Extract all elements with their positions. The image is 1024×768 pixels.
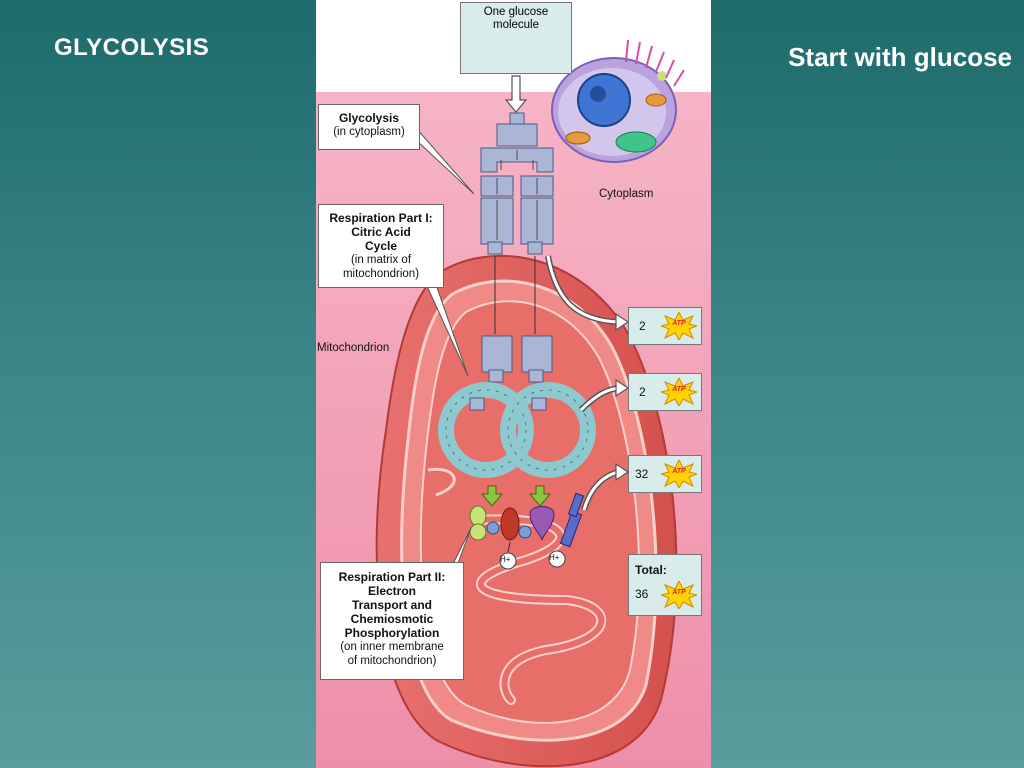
etc-title-1: Respiration Part II: <box>338 570 446 584</box>
atp-burst-icon: ATP <box>661 378 697 406</box>
citric-enzymes <box>481 335 553 383</box>
atp-burst-icon: ATP <box>661 460 697 488</box>
mitochondrion-label: Mitochondrion <box>317 342 390 354</box>
atp-text: ATP <box>672 320 686 327</box>
citric-subtitle-1: (in matrix of <box>350 254 412 266</box>
glucose-arrow <box>504 75 528 113</box>
slide-subtitle: Start with glucose <box>788 42 1012 72</box>
atp-count-glycolysis: 2 <box>639 319 646 333</box>
total-label: Total: <box>635 563 667 577</box>
atp-text: ATP <box>672 589 686 596</box>
glycolysis-label-box: Glycolysis (in cytoplasm) <box>318 104 420 150</box>
atp-burst-icon: ATP <box>661 581 697 609</box>
citric-title-2: Citric Acid <box>351 225 411 239</box>
glucose-label-line2: molecule <box>492 19 540 31</box>
citric-acid-cycles <box>438 382 596 478</box>
diagram-artwork <box>316 35 711 768</box>
atp-yield-citric: 2 ATP <box>628 373 702 411</box>
etc-title-3: Transport and <box>351 598 432 612</box>
glycolysis-title: Glycolysis <box>338 111 400 125</box>
atp-count-citric: 2 <box>639 385 646 399</box>
etc-title-5: Phosphorylation <box>344 626 440 640</box>
electron-transport-label-box: Respiration Part II: Electron Transport … <box>320 562 464 680</box>
nadh-arrows <box>480 485 552 507</box>
glycolysis-subtitle: (in cytoplasm) <box>333 126 405 138</box>
citric-subtitle-2: mitochondrion) <box>342 268 420 280</box>
atp-text: ATP <box>672 386 686 393</box>
cellular-respiration-diagram: One glucose molecule Glycolysis (in cyto… <box>316 0 711 768</box>
atp-text: ATP <box>672 468 686 475</box>
etc-title-4: Chemiosmotic <box>350 612 434 626</box>
atp-yield-electron-transport: 32 ATP <box>628 455 702 493</box>
etc-title-2: Electron <box>367 584 416 598</box>
citric-title-3: Cycle <box>364 239 398 253</box>
atp-burst-icon: ATP <box>661 312 697 340</box>
etc-subtitle-1: (on inner membrane <box>340 641 444 653</box>
glucose-label-line1: One glucose <box>483 6 549 18</box>
atp-yield-glycolysis: 2 ATP <box>628 307 702 345</box>
citric-title-1: Respiration Part I: <box>329 211 433 225</box>
proton-label-1: H+ <box>500 555 511 564</box>
animal-cell-illustration <box>551 39 685 163</box>
citric-acid-label-box: Respiration Part I: Citric Acid Cycle (i… <box>318 204 444 288</box>
atp-total-count: 36 <box>635 587 649 601</box>
atp-count-electron-transport: 32 <box>635 467 649 481</box>
glucose-label-box: One glucose molecule <box>460 2 572 74</box>
cytoplasm-label: Cytoplasm <box>599 188 654 200</box>
proton-label-2: H+ <box>549 553 560 562</box>
etc-subtitle-2: of mitochondrion) <box>347 655 437 667</box>
atp-total-box: Total: 36 ATP <box>628 554 702 616</box>
slide-title: GLYCOLYSIS <box>54 34 210 61</box>
